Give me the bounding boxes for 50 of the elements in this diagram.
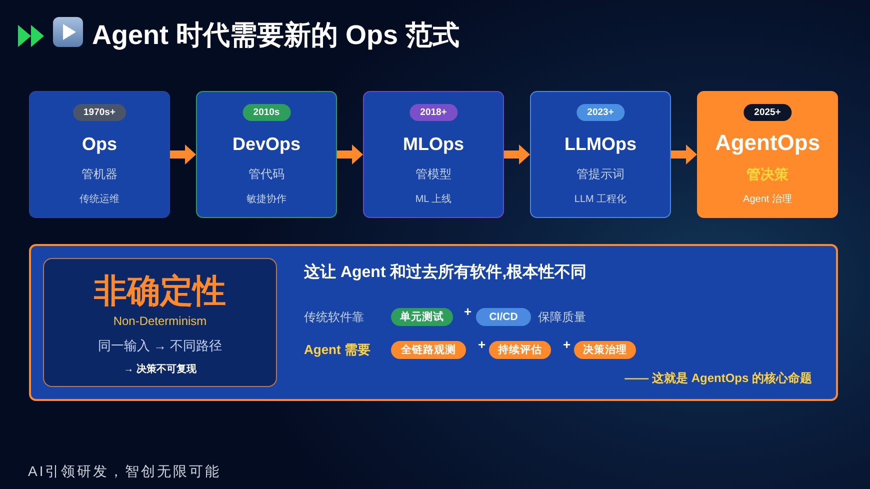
- era-title: MLOps: [403, 133, 464, 155]
- arrow: [671, 144, 697, 164]
- year-badge: 2025+: [743, 104, 792, 121]
- concept-note: → 决策不可复现: [124, 363, 196, 377]
- era-subtitle: 管机器: [82, 166, 118, 182]
- era-note: 敏捷协作: [246, 193, 286, 207]
- year-badge: 2018+: [409, 104, 458, 121]
- era-title: DevOps: [232, 133, 301, 155]
- era-card: [29, 91, 170, 218]
- era-subtitle: 管模型: [416, 166, 452, 182]
- era-subtitle: 管代码: [248, 166, 284, 182]
- arrow: [337, 144, 363, 164]
- practice-pill: 单元测试: [391, 308, 453, 326]
- era-subtitle: 管提示词: [576, 166, 624, 182]
- year-badge: 2010s: [242, 104, 291, 121]
- row-label: 传统软件靠: [304, 309, 364, 325]
- era-note: 传统运维: [80, 193, 120, 207]
- conclusion-text: —— 这就是 AgentOps 的核心命题: [624, 370, 812, 386]
- era-card: [697, 91, 838, 218]
- content-panel: [29, 244, 838, 401]
- era-card: [196, 91, 337, 218]
- concept-subtitle: Non-Determinism: [113, 313, 207, 329]
- arrow: [504, 144, 530, 164]
- era-subtitle: 管决策: [746, 165, 788, 183]
- plus-sign: +: [464, 304, 472, 320]
- era-title: AgentOps: [714, 130, 820, 156]
- plus-sign: +: [478, 337, 486, 353]
- era-card: [530, 91, 671, 218]
- row-label: Agent 需要: [304, 341, 370, 359]
- slide-title: Agent 时代需要新的 Ops 范式: [92, 19, 460, 52]
- practice-pill: 全链路观测: [391, 341, 466, 359]
- year-badge: 1970s+: [72, 104, 126, 121]
- practice-pill: CI/CD: [476, 308, 531, 326]
- practice-pill: 持续评估: [489, 341, 551, 359]
- era-note: ML 上线: [415, 193, 452, 207]
- row-text: 保障质量: [538, 309, 586, 325]
- concept-card: [43, 258, 277, 387]
- era-note: Agent 治理: [743, 193, 792, 207]
- plus-sign: +: [563, 337, 571, 353]
- practice-pill: 决策治理: [574, 341, 636, 359]
- concept-text: 同一输入 → 不同路径: [98, 337, 222, 355]
- arrow: [170, 144, 196, 164]
- era-title: LLMOps: [564, 133, 636, 155]
- footer-slogan: AI引领研发，智创无限可能: [28, 462, 222, 481]
- year-badge: 2023+: [576, 104, 625, 121]
- panel-heading: 这让 Agent 和过去所有软件,根本性不同: [304, 262, 587, 283]
- era-card: [363, 91, 504, 218]
- era-title: Ops: [82, 133, 117, 155]
- era-note: LLM 工程化: [574, 193, 627, 207]
- concept-title: 非确定性: [94, 271, 226, 311]
